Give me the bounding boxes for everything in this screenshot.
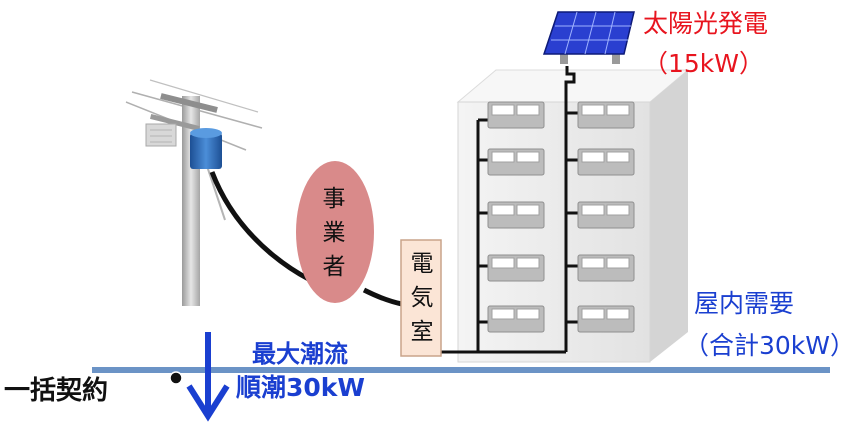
provider-label: 事 業 者	[319, 182, 349, 284]
room-cable	[362, 287, 403, 307]
air-conditioner-icon	[577, 101, 635, 129]
down-arrow-icon	[186, 332, 230, 422]
provider-char: 者	[322, 254, 346, 280]
air-conditioner-units	[487, 101, 635, 333]
electric-room-char: 電	[410, 251, 434, 277]
max-flow-title: 最大潮流	[252, 340, 348, 368]
utility-pole-icon	[125, 79, 263, 306]
electric-room-char: 室	[410, 319, 434, 345]
demand-title: 屋内需要	[694, 289, 795, 318]
provider-char: 業	[322, 220, 346, 246]
air-conditioner-icon	[577, 305, 635, 333]
air-conditioner-icon	[487, 201, 545, 229]
bulk-contract-label: 一括契約	[4, 376, 109, 406]
air-conditioner-icon	[577, 201, 635, 229]
transformer-icon	[190, 128, 222, 169]
provider-oval	[296, 161, 374, 303]
max-flow-value: 順潮30kW	[236, 373, 365, 402]
building-wiring	[437, 66, 578, 354]
demand-capacity: （合計30kW）	[684, 331, 856, 360]
grid-line	[92, 367, 830, 373]
air-conditioner-icon	[487, 254, 545, 282]
meter-dot-icon	[169, 371, 183, 385]
air-conditioner-icon	[577, 148, 635, 176]
air-conditioner-icon	[487, 305, 545, 333]
solar-title: 太陽光発電	[643, 9, 769, 38]
air-conditioner-icon	[487, 148, 545, 176]
electric-room-label: 電 気 室	[407, 247, 437, 349]
air-conditioner-icon	[577, 254, 635, 282]
electric-room-box	[400, 239, 442, 357]
provider-char: 事	[322, 186, 346, 212]
solar-capacity: （15kW）	[643, 49, 765, 78]
solar-panel-icon	[542, 11, 635, 64]
air-conditioner-icon	[487, 101, 545, 129]
electric-room-char: 気	[410, 285, 434, 311]
